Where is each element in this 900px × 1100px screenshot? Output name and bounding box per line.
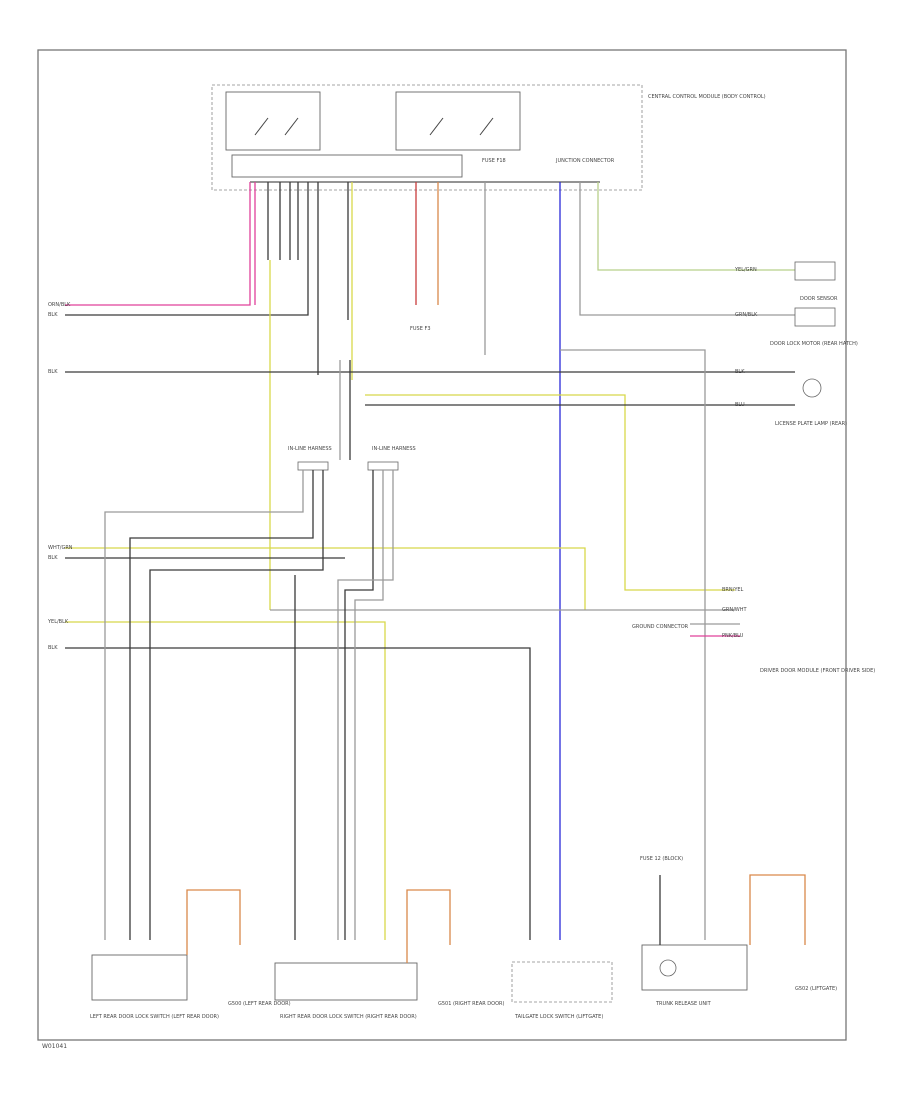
switch-mid-label: RIGHT REAR DOOR LOCK SWITCH (RIGHT REAR … [280, 1014, 417, 1020]
ground-conn-label: GROUND CONNECTOR [632, 624, 689, 630]
junction-c-label: JUNCTION CONNECTOR [555, 158, 615, 164]
right-module-label: DRIVER DOOR MODULE (FRONT DRIVER SIDE) [760, 668, 875, 674]
lamp-label: LICENSE PLATE LAMP (REAR) [775, 421, 847, 427]
ground-right-label: G502 (LIFTGATE) [795, 986, 837, 992]
wire-label-blk-1: BLK [48, 312, 58, 318]
switch-right-label: TAILGATE LOCK SWITCH (LIFTGATE) [514, 1014, 603, 1020]
wire-label-grn-wht: GRN/WHT [722, 607, 747, 613]
control-module-label: CENTRAL CONTROL MODULE (BODY CONTROL) [648, 94, 766, 100]
left-harness-label: IN-LINE HARNESS [288, 446, 332, 452]
switch-right: TAILGATE LOCK SWITCH (LIFTGATE) [511, 961, 613, 1020]
inline-harness-right: IN-LINE HARNESS [294, 360, 416, 940]
fuse-b-label: FUSE F18 [482, 158, 506, 164]
fuse-b: FUSE F18 JUNCTION CONNECTOR [482, 158, 615, 164]
switch-left: LEFT REAR DOOR LOCK SWITCH (LEFT REAR DO… [90, 889, 291, 1020]
wire-label-pnk-blu: PNK/BLU [722, 633, 744, 639]
fuse-a: FUSE F3 [410, 326, 431, 332]
wire-label-blk-3: BLK [48, 555, 58, 561]
trunk-module-label: TRUNK RELEASE UNIT [655, 1001, 712, 1007]
switch-mid: RIGHT REAR DOOR LOCK SWITCH (RIGHT REAR … [274, 889, 504, 1020]
switch-left-label: LEFT REAR DOOR LOCK SWITCH (LEFT REAR DO… [90, 1014, 219, 1020]
wire-label-wht-grn: WHT/GRN [48, 545, 73, 551]
lock-motor-label: DOOR LOCK MOTOR (REAR HATCH) [770, 341, 858, 347]
wire-label-brn-yel: BRN/YEL [722, 587, 744, 593]
wire-label-orn-blk: ORN/BLK [48, 302, 71, 308]
module-wires [65, 182, 795, 940]
inline-harness-left: IN-LINE HARNESS [104, 446, 332, 940]
door-sensor-label: DOOR SENSOR [800, 296, 838, 302]
license-lamp: LICENSE PLATE LAMP (REAR) [775, 378, 847, 427]
ground-left-label: G500 (LEFT REAR DOOR) [228, 1001, 291, 1007]
wire-label-yel-grn: YEL/GRN [734, 267, 757, 273]
wire-label-blk-4: BLK [735, 369, 745, 375]
wire-label-blk-5: BLK [48, 645, 58, 651]
wire-label-grn-blk: GRN/BLK [735, 312, 758, 318]
door-sensor: DOOR SENSOR DOOR LOCK MOTOR (REAR HATCH) [770, 261, 858, 347]
page-label: W01041 [42, 1043, 67, 1050]
wire-label-blu-yel: BLU [735, 402, 745, 408]
right-harness-label: IN-LINE HARNESS [372, 446, 416, 452]
fuse-a-label: FUSE F3 [410, 326, 431, 332]
page-border [37, 49, 847, 1041]
wire-label-blk-2: BLK [48, 369, 58, 375]
ground-mid-label: G501 (RIGHT REAR DOOR) [438, 1001, 504, 1007]
horizontal-rails [65, 349, 795, 940]
wire-label-yel-blk: YEL/BLK [47, 619, 69, 625]
control-module: CENTRAL CONTROL MODULE (BODY CONTROL) [211, 84, 766, 191]
fuse-bottom-label: FUSE 12 (BLOCK) [640, 856, 683, 862]
trunk-module: TRUNK RELEASE UNIT FUSE 12 (BLOCK) G502 … [640, 856, 837, 1007]
right-module-connector: GROUND CONNECTOR DRIVER DOOR MODULE (FRO… [632, 624, 875, 674]
